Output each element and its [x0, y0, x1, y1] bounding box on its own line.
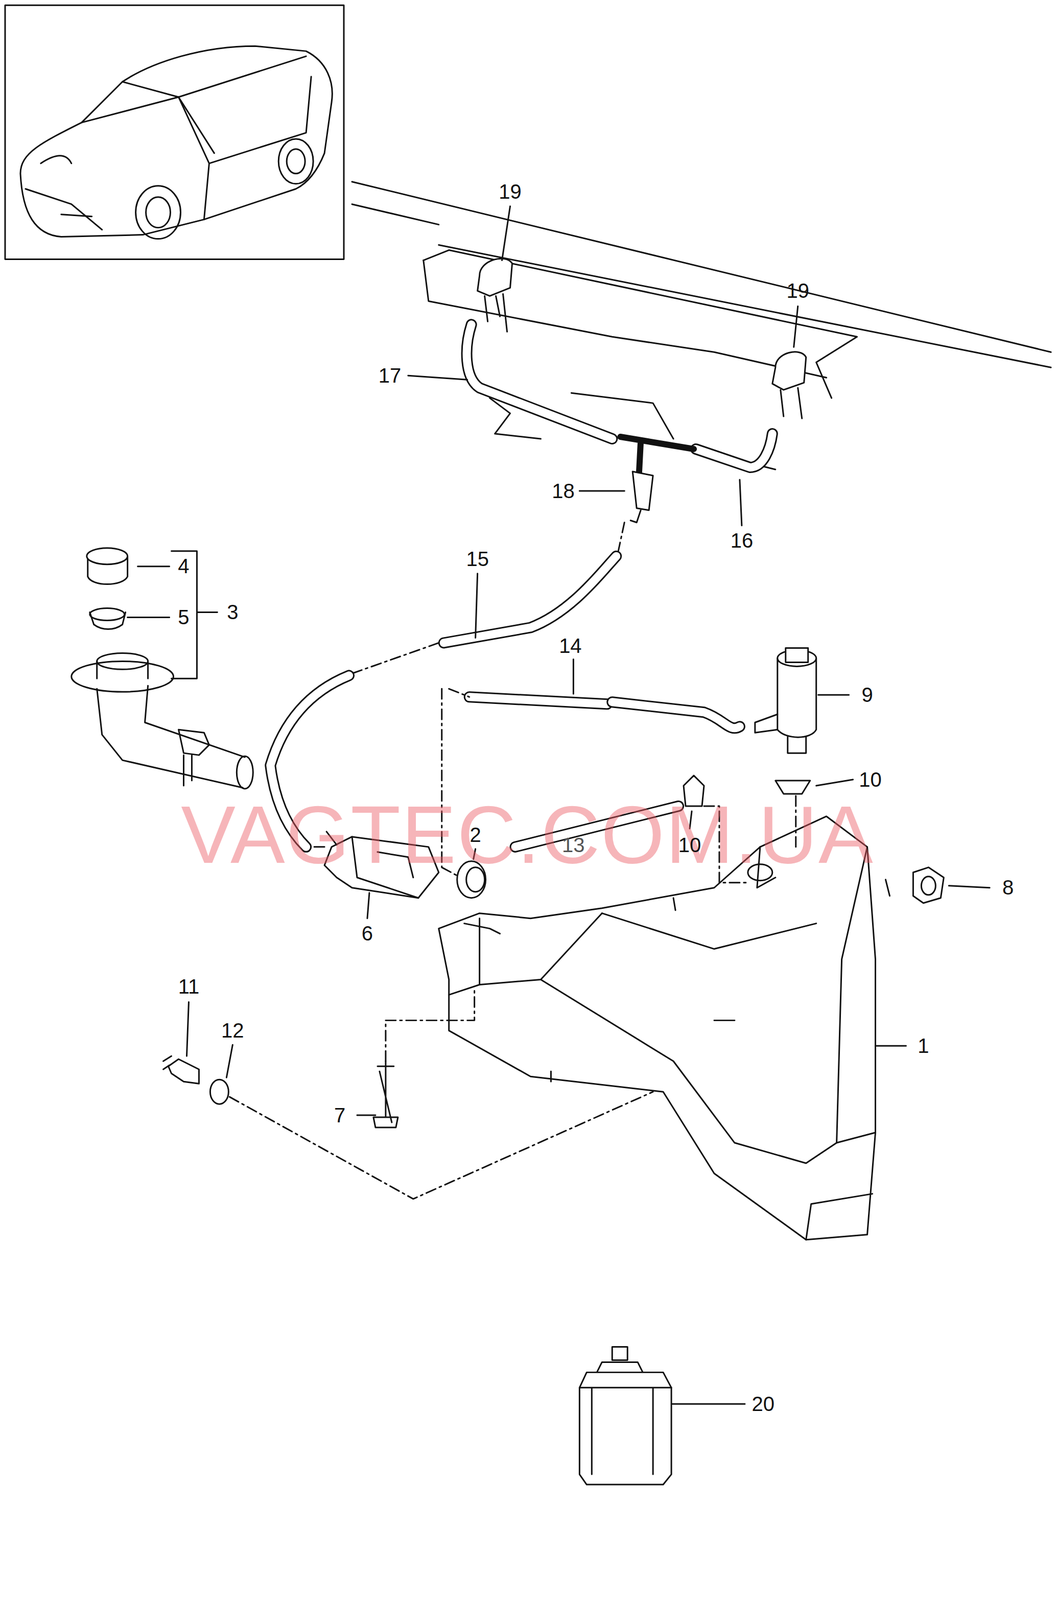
callout-number: 14	[558, 635, 582, 656]
callout-number: 9	[861, 684, 873, 706]
spray-nozzle	[477, 258, 807, 419]
callout-number: 2	[470, 824, 482, 846]
watermark: VAGTEC.COM.UA	[180, 793, 874, 876]
callout-number: 20	[752, 1393, 776, 1415]
callout-number: 10	[678, 834, 702, 856]
callout-number: 18	[551, 480, 575, 502]
callout-number: 12	[221, 1020, 245, 1041]
car-figure	[20, 45, 333, 239]
callout-number: 3	[226, 601, 239, 623]
filler-neck	[71, 548, 253, 789]
callout-number: 6	[361, 923, 373, 944]
inset-frame	[5, 5, 344, 260]
washer-tank	[438, 816, 876, 1240]
callout-number: 16	[730, 530, 754, 551]
callout-number: 1	[917, 1035, 929, 1056]
callout-number: 13	[561, 834, 585, 856]
callout-number: 8	[1002, 877, 1014, 898]
body-panel	[352, 181, 1051, 470]
callout-number: 19	[786, 280, 810, 301]
level-sensor	[163, 989, 654, 1199]
callout-number: 17	[378, 365, 402, 386]
callout-number: 11	[178, 976, 200, 997]
callout-number: 7	[334, 1105, 346, 1126]
callout-number: 15	[465, 548, 489, 570]
callout-number: 4	[177, 555, 190, 577]
callout-number: 19	[498, 181, 522, 202]
fluid-bottle	[579, 1346, 672, 1485]
callout-number: 10	[858, 769, 882, 790]
callout-number: 5	[177, 606, 190, 628]
